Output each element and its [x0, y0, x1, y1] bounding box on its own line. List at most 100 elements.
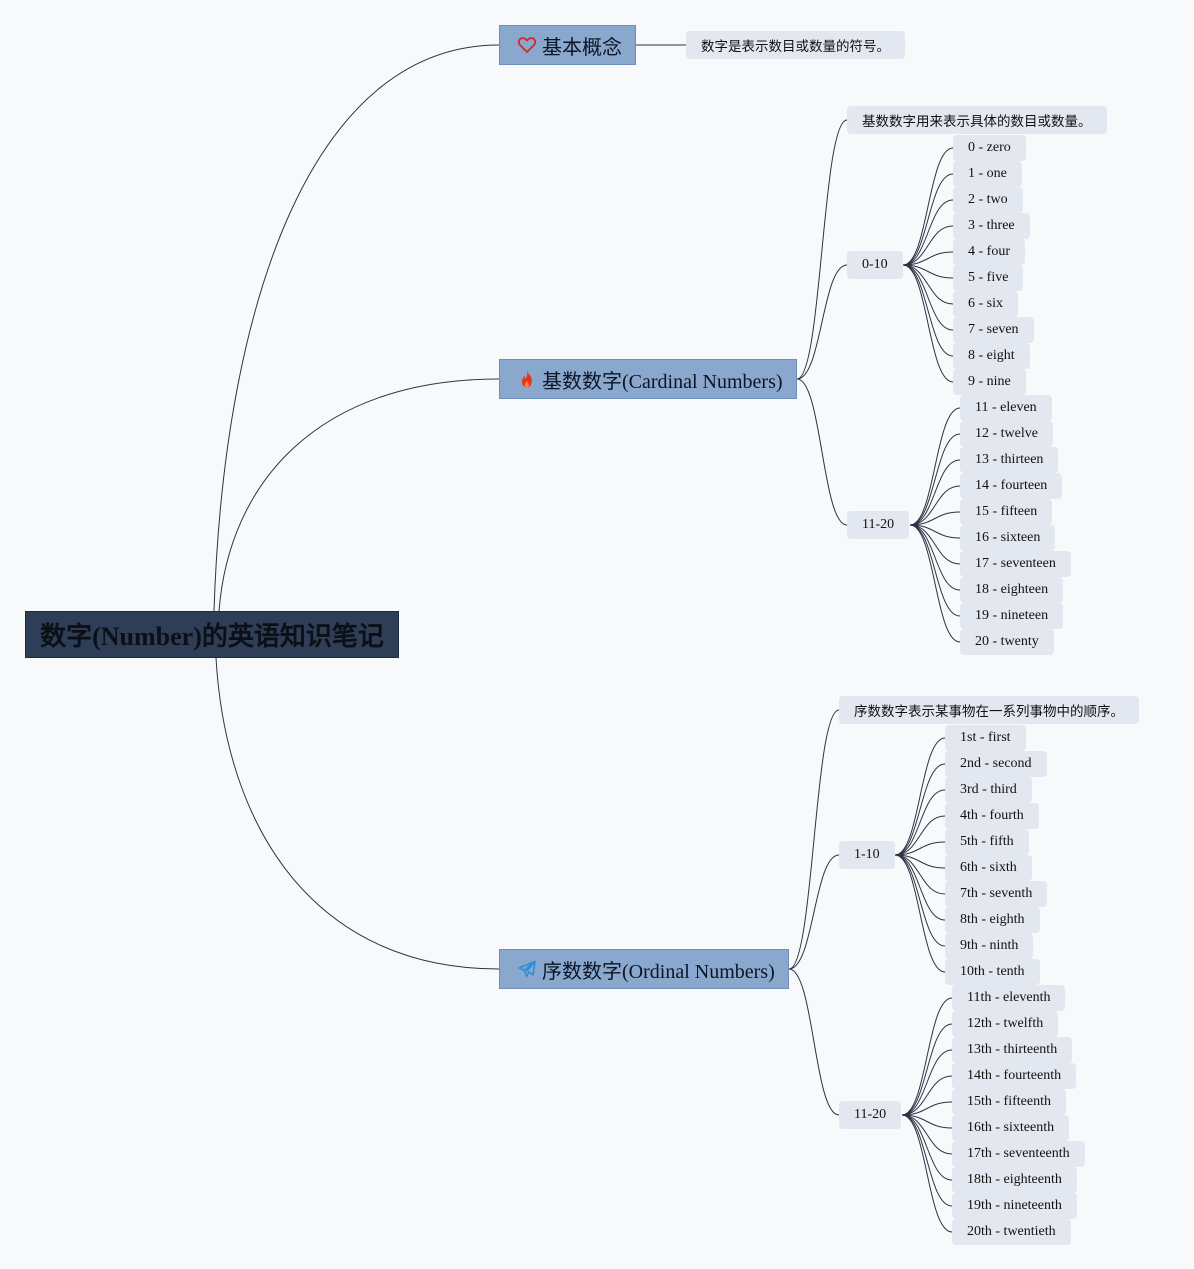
leaf-item[interactable]: 5th - fifth: [945, 829, 1029, 855]
group-label: 11-20: [862, 517, 895, 532]
description-text: 数字是表示数目或数量的符号。: [701, 39, 890, 55]
link-leaf: [901, 1114, 953, 1233]
leaf-item[interactable]: 17 - seventeen: [960, 551, 1071, 577]
leaf-item[interactable]: 16th - sixteenth: [952, 1115, 1070, 1141]
leaf-label: 13 - thirteen: [975, 452, 1044, 467]
leaf-item[interactable]: 17th - seventeenth: [952, 1141, 1085, 1167]
link-leaf: [902, 199, 954, 266]
leaf-item[interactable]: 16 - sixteen: [960, 525, 1056, 551]
leaf-item[interactable]: 9th - ninth: [945, 933, 1034, 959]
link-leaf: [909, 407, 961, 526]
leaf-label: 2nd - second: [960, 756, 1032, 771]
leaf-label: 9 - nine: [968, 374, 1011, 389]
leaf-item[interactable]: 19th - nineteenth: [952, 1193, 1077, 1219]
leaf-item[interactable]: 12th - twelfth: [952, 1011, 1059, 1037]
leaf-item[interactable]: 18 - eighteen: [960, 577, 1064, 603]
link-leaf: [901, 997, 953, 1116]
leaf-item[interactable]: 20 - twenty: [960, 629, 1054, 655]
leaf-label: 19th - nineteenth: [967, 1198, 1062, 1213]
leaf-item[interactable]: 13 - thirteen: [960, 447, 1059, 473]
link-cardinal-description: [796, 119, 848, 380]
link-leaf: [902, 264, 954, 305]
link-leaf: [902, 264, 954, 383]
link-leaf: [909, 524, 961, 617]
leaf-label: 3 - three: [968, 218, 1015, 233]
leaf-label: 17 - seventeen: [975, 556, 1056, 571]
leaf-item[interactable]: 2nd - second: [945, 751, 1047, 777]
branch-label: 序数数字(Ordinal Numbers): [542, 960, 775, 983]
group-ordinal-1-10[interactable]: 1-10: [839, 841, 895, 869]
leaf-item[interactable]: 3 - three: [953, 213, 1030, 239]
leaf-label: 14th - fourteenth: [967, 1068, 1062, 1083]
leaf-item[interactable]: 9 - nine: [953, 369, 1026, 395]
branch-basic-concept[interactable]: 基本概念: [499, 25, 636, 65]
link-leaf: [894, 854, 946, 921]
leaf-item[interactable]: 4 - four: [953, 239, 1025, 265]
branch-cardinal-numbers[interactable]: 基数数字(Cardinal Numbers): [499, 359, 797, 399]
leaf-item[interactable]: 20th - twentieth: [952, 1219, 1071, 1245]
leaf-item[interactable]: 2 - two: [953, 187, 1023, 213]
leaf-item[interactable]: 12 - twelve: [960, 421, 1053, 447]
leaf-item[interactable]: 14th - fourteenth: [952, 1063, 1077, 1089]
leaf-item[interactable]: 5 - five: [953, 265, 1024, 291]
link-ordinal-description: [788, 709, 840, 970]
link-leaf: [901, 1023, 953, 1116]
concept-description[interactable]: 数字是表示数目或数量的符号。: [686, 31, 905, 59]
leaf-label: 4th - fourth: [960, 808, 1024, 823]
link-leaf: [901, 1075, 953, 1116]
leaf-item[interactable]: 13th - thirteenth: [952, 1037, 1073, 1063]
root-node[interactable]: 数字(Number)的英语知识笔记: [25, 611, 399, 658]
link-root-ordinal: [215, 657, 500, 970]
group-cardinal-0-10[interactable]: 0-10: [847, 251, 903, 279]
link-leaf: [894, 763, 946, 856]
link-leaf: [902, 264, 954, 357]
leaf-item[interactable]: 8th - eighth: [945, 907, 1040, 933]
link-leaf: [894, 737, 946, 856]
leaf-item[interactable]: 1st - first: [945, 725, 1026, 751]
leaf-label: 18th - eighteenth: [967, 1172, 1062, 1187]
leaf-item[interactable]: 19 - nineteen: [960, 603, 1064, 629]
leaf-label: 7 - seven: [968, 322, 1019, 337]
group-ordinal-11-20[interactable]: 11-20: [839, 1101, 902, 1129]
leaf-item[interactable]: 7 - seven: [953, 317, 1034, 343]
group-label: 11-20: [854, 1107, 887, 1122]
leaf-item[interactable]: 0 - zero: [953, 135, 1026, 161]
ordinal-description[interactable]: 序数数字表示某事物在一系列事物中的顺序。: [839, 696, 1139, 724]
leaf-label: 4 - four: [968, 244, 1010, 259]
leaf-item[interactable]: 14 - fourteen: [960, 473, 1063, 499]
leaf-label: 3rd - third: [960, 782, 1017, 797]
leaf-item[interactable]: 8 - eight: [953, 343, 1030, 369]
leaf-item[interactable]: 3rd - third: [945, 777, 1032, 803]
leaf-item[interactable]: 7th - seventh: [945, 881, 1048, 907]
leaf-item[interactable]: 6th - sixth: [945, 855, 1032, 881]
leaf-item[interactable]: 11th - eleventh: [952, 985, 1066, 1011]
link-leaf: [901, 1101, 953, 1116]
link-leaf: [902, 251, 954, 266]
leaf-item[interactable]: 15th - fifteenth: [952, 1089, 1066, 1115]
leaf-item[interactable]: 18th - eighteenth: [952, 1167, 1077, 1193]
leaf-item[interactable]: 15 - fifteen: [960, 499, 1053, 525]
link-cardinal-group: [796, 264, 848, 380]
link-leaf: [894, 841, 946, 856]
leaf-label: 18 - eighteen: [975, 582, 1049, 597]
leaf-label: 11 - eleven: [975, 400, 1037, 415]
link-leaf: [901, 1049, 953, 1116]
link-leaf: [894, 815, 946, 856]
link-leaf: [894, 854, 946, 895]
leaf-item[interactable]: 11 - eleven: [960, 395, 1052, 421]
leaf-item[interactable]: 1 - one: [953, 161, 1022, 187]
root-label: 数字(Number)的英语知识笔记: [40, 622, 384, 651]
group-cardinal-11-20[interactable]: 11-20: [847, 511, 910, 539]
leaf-item[interactable]: 6 - six: [953, 291, 1018, 317]
leaf-label: 1 - one: [968, 166, 1007, 181]
leaf-label: 15th - fifteenth: [967, 1094, 1051, 1109]
cardinal-description[interactable]: 基数数字用来表示具体的数目或数量。: [847, 106, 1107, 134]
branch-ordinal-numbers[interactable]: 序数数字(Ordinal Numbers): [499, 949, 789, 989]
leaf-item[interactable]: 4th - fourth: [945, 803, 1039, 829]
leaf-label: 20th - twentieth: [967, 1224, 1056, 1239]
leaf-label: 14 - fourteen: [975, 478, 1048, 493]
leaf-item[interactable]: 10th - tenth: [945, 959, 1040, 985]
link-leaf: [894, 789, 946, 856]
leaf-label: 15 - fifteen: [975, 504, 1038, 519]
description-text: 序数数字表示某事物在一系列事物中的顺序。: [854, 704, 1124, 720]
